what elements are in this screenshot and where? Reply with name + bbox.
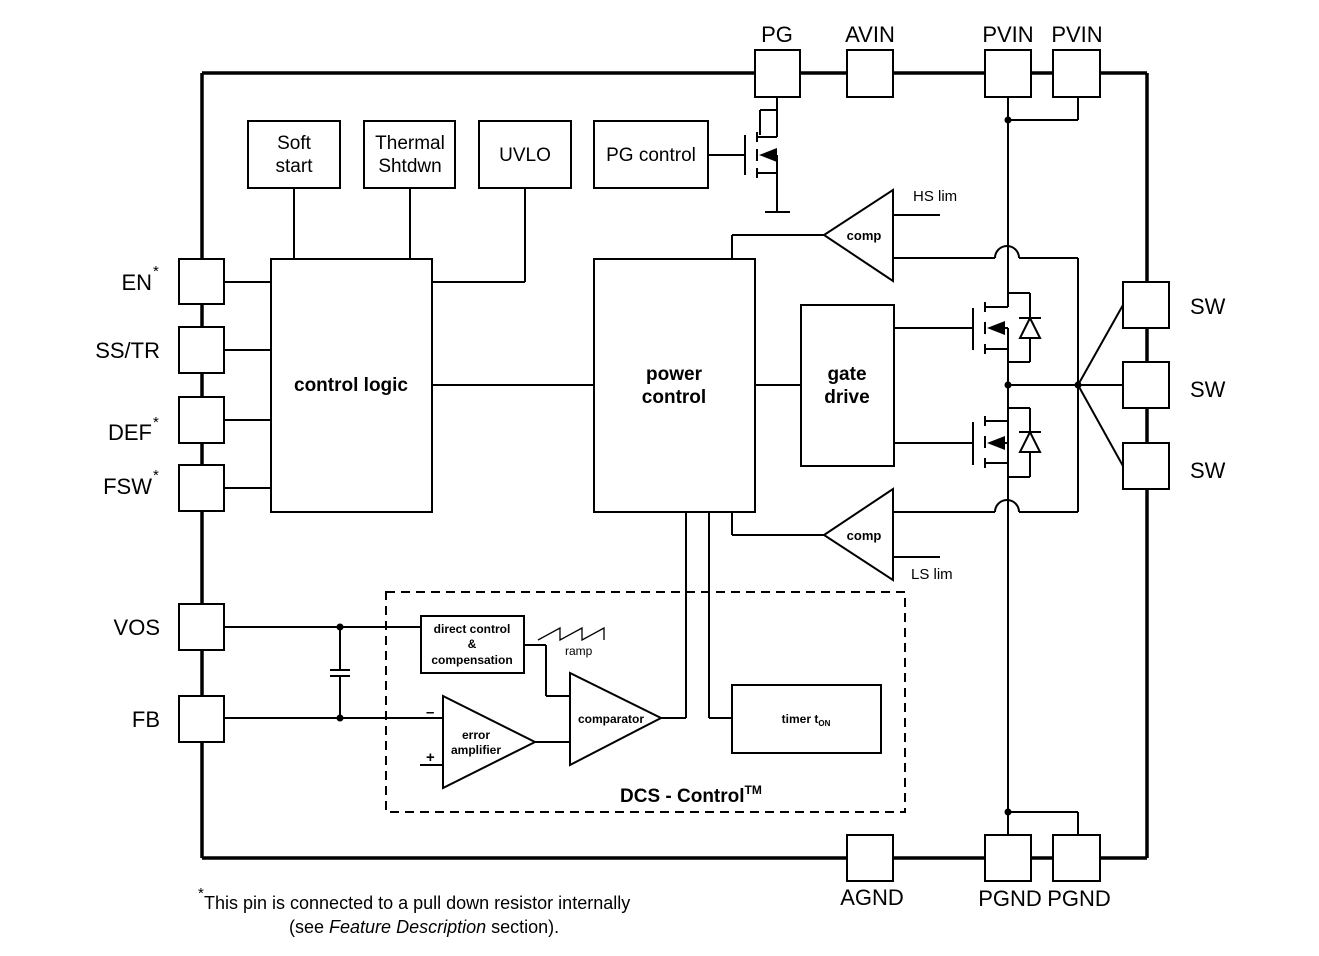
comparator-hs: comp HS lim [822,188,957,283]
control-logic-block: control logic [270,258,433,513]
pin-label-sw-2: SW [1190,377,1226,402]
pin-label-pvin-2: PVIN [1051,22,1102,47]
pad-sw-1 [1122,281,1170,329]
pad-pgnd-2 [1052,834,1101,882]
pad-sw-3 [1122,442,1170,490]
pad-vos [178,603,225,651]
pin-label-pvin-1: PVIN [982,22,1033,47]
error-amp-plus: + [426,749,435,766]
pad-agnd [846,834,894,882]
uvlo-label: UVLO [499,145,551,166]
error-amp-minus: – [426,704,434,721]
footnote-line-2: (see Feature Description section). [289,917,559,937]
direct-control-block: direct control & compensation [420,615,525,674]
pin-asterisk-def: * [153,414,159,431]
thermal-label-2: Shtdwn [378,156,441,177]
power-control-label-2: control [642,387,706,408]
pin-label-pgnd-2: PGND [1047,886,1111,911]
pin-label-ss-tr: SS/TR [95,338,160,363]
soft-start-label-1: Soft [277,133,312,154]
uvlo-block: UVLO [478,120,572,189]
pin-label-fb: FB [132,707,160,732]
comparator-label: comparator [578,712,644,726]
direct-control-label-3: compensation [431,653,512,667]
direct-control-label-1: direct control [434,622,511,636]
pad-pg [754,49,801,98]
pin-label-sw-1: SW [1190,294,1226,319]
pads [178,49,1170,882]
dcs-control-label: DCS - ControlTM [620,783,762,807]
junction-dots [336,116,1082,816]
direct-control-label-2: & [468,637,477,651]
comp-bottom-label: comp [847,528,882,543]
footnote: * This pin is connected to a pull down r… [198,885,630,937]
ramp-label: ramp [565,644,593,658]
power-control-label-1: power [646,364,703,385]
ls-lim-label: LS lim [911,566,953,583]
timer-label: timer tON [782,712,831,728]
pg-control-block: PG control [593,120,709,189]
gate-drive-label-2: drive [824,387,869,408]
pin-asterisk-en: * [153,263,159,280]
pin-label-vos: VOS [114,615,160,640]
wiring [224,97,1124,835]
soft-start-label-2: start [276,156,314,177]
comp-top-label: comp [847,228,882,243]
pin-label-avin: AVIN [845,22,895,47]
power-control-block: power control [593,258,756,513]
error-amp-label-2: amplifier [451,743,501,757]
pad-avin [846,49,894,98]
hs-lim-label: HS lim [913,188,957,205]
pad-fb [178,695,225,743]
dcs-control-region: DCS - ControlTM [385,591,906,813]
footnote-line-1: This pin is connected to a pull down res… [204,893,630,913]
pad-fsw [178,464,225,512]
pin-label-pgnd-1: PGND [978,886,1042,911]
comparator-block: comparator [569,671,664,767]
comparator-ls: comp LS lim [822,487,953,583]
pad-en [178,258,225,305]
pad-sw-2 [1122,361,1170,409]
control-logic-label: control logic [294,375,408,396]
pad-ss-tr [178,326,225,374]
error-amp-label-1: error [462,728,490,742]
pin-asterisk-fsw: * [153,467,159,484]
pin-labels: PG AVIN PVIN PVIN EN * SS/TR DEF * FSW *… [95,22,1225,911]
pin-label-agnd: AGND [840,885,904,910]
footnote-mark: * [198,885,204,902]
thermal-label-1: Thermal [375,133,445,154]
pad-def [178,396,225,444]
pad-pgnd-1 [984,834,1032,882]
soft-start-block: Soft start [247,120,341,189]
pad-pvin-2 [1052,49,1101,98]
pin-label-en: EN [121,270,152,295]
thermal-shutdown-block: Thermal Shtdwn [363,120,456,189]
gate-drive-block: gate drive [800,304,895,467]
gate-drive-label-1: gate [827,364,866,385]
pad-pvin-1 [984,49,1032,98]
pin-label-pg: PG [761,22,793,47]
pin-label-fsw: FSW [103,474,152,499]
pin-label-sw-3: SW [1190,458,1226,483]
pg-control-label: PG control [606,145,696,166]
error-amplifier-block: error amplifier – + [426,694,538,790]
pin-label-def: DEF [108,420,152,445]
timer-block: timer tON [731,684,882,754]
